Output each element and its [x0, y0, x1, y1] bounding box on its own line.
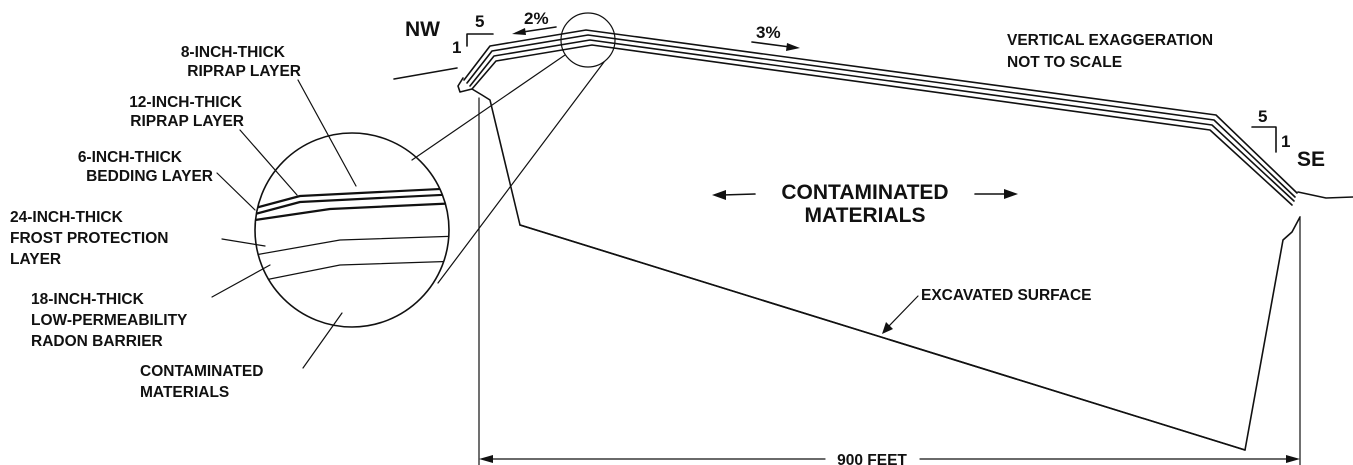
- layer-1-line2: RIPRAP LAYER: [187, 63, 301, 80]
- layer-label-frost-24: 24-INCH-THICK FROST PROTECTION LAYER: [10, 209, 266, 268]
- left-ground-line: [393, 67, 458, 80]
- grade-2pct-label: 2%: [524, 9, 549, 28]
- center-label-line2: MATERIALS: [805, 204, 926, 227]
- excavated-surface-line: [519, 224, 1246, 451]
- layer-2-line1: 12-INCH-THICK: [129, 94, 243, 111]
- cover-layer-line-2: [466, 34, 1296, 198]
- layer-2-line2: RIPRAP LAYER: [130, 113, 244, 130]
- cover-layer-line-4: [471, 44, 1293, 206]
- detail-circle: [254, 132, 450, 328]
- cover-layer-line-1: [463, 29, 1298, 194]
- left-slope-rise: 1: [452, 38, 461, 57]
- left-slope-symbol: 5 1: [452, 12, 494, 57]
- right-ground-line: [1297, 191, 1353, 199]
- layer-1-line1: 8-INCH-THICK: [181, 44, 286, 61]
- layer-label-radon-18: 18-INCH-THICK LOW-PERMEABILITY RADON BAR…: [31, 264, 271, 350]
- layer-3-line1: 6-INCH-THICK: [78, 149, 183, 166]
- layer-5-line3: RADON BARRIER: [31, 333, 163, 350]
- center-label-line1: CONTAMINATED: [781, 181, 948, 204]
- layer-label-riprap-12: 12-INCH-THICK RIPRAP LAYER: [129, 94, 298, 196]
- layer-3-line2: BEDDING LAYER: [86, 168, 213, 185]
- dimension-900-feet: 900 FEET: [478, 97, 1301, 465]
- layer-6-line1: CONTAMINATED: [140, 363, 263, 380]
- scale-note-line2: NOT TO SCALE: [1007, 54, 1122, 71]
- detail-callout-circle: [560, 12, 616, 68]
- detail-enlargement: [254, 132, 450, 328]
- layer-label-contaminated: CONTAMINATED MATERIALS: [140, 312, 343, 401]
- layer-label-bedding-6: 6-INCH-THICK BEDDING LAYER: [78, 149, 256, 211]
- right-slope-symbol: 5 1: [1251, 107, 1290, 153]
- left-slope-run: 5: [475, 12, 484, 31]
- contaminated-materials-center: CONTAMINATED MATERIALS: [712, 181, 1018, 227]
- cell-outline: [457, 77, 1301, 451]
- excavated-surface-leader: [882, 295, 919, 334]
- excavated-surface-label: EXCAVATED SURFACE: [921, 287, 1092, 304]
- scale-note-line1: VERTICAL EXAGGERATION: [1007, 32, 1213, 49]
- cover-layer-line-3: [469, 39, 1295, 202]
- layer-4-line1: 24-INCH-THICK: [10, 209, 124, 226]
- layer-label-riprap-8: 8-INCH-THICK RIPRAP LAYER: [181, 44, 357, 187]
- layer-5-line2: LOW-PERMEABILITY: [31, 312, 188, 329]
- layer-6-line2: MATERIALS: [140, 384, 229, 401]
- grade-arrow-3pct: 3%: [751, 23, 800, 51]
- se-label: SE: [1297, 148, 1325, 171]
- right-slope-run: 5: [1258, 107, 1267, 126]
- layer-5-line1: 18-INCH-THICK: [31, 291, 145, 308]
- right-slope-rise: 1: [1281, 132, 1290, 151]
- detail-connector-bottom: [437, 61, 605, 284]
- detail-connector-top: [411, 54, 566, 161]
- cover-layers: [463, 29, 1298, 206]
- grade-3pct-label: 3%: [756, 23, 781, 42]
- nw-label: NW: [405, 18, 440, 41]
- dimension-label: 900 FEET: [837, 452, 907, 465]
- layer-4-line2: FROST PROTECTION: [10, 230, 168, 247]
- layer-4-line3: LAYER: [10, 251, 61, 268]
- grade-arrow-2pct: 2%: [512, 9, 557, 35]
